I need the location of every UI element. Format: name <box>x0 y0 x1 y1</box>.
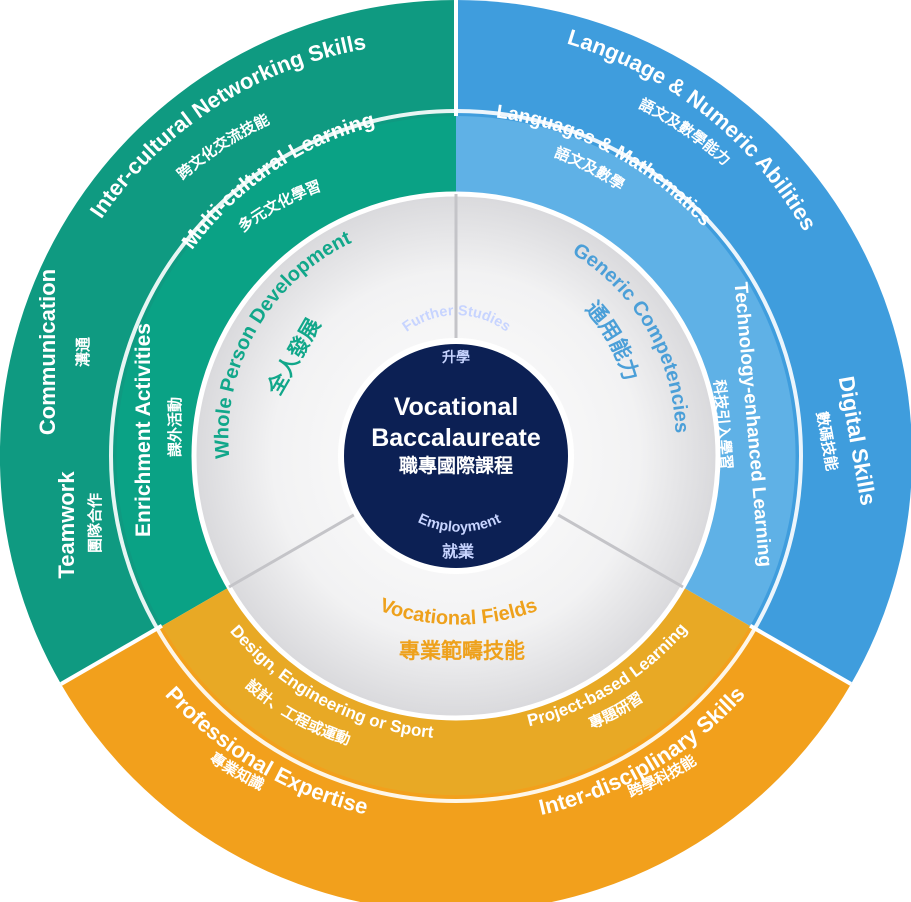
center-title-line1: Vocational <box>394 393 519 421</box>
enrichment-activities-label: Enrichment Activities <box>132 323 155 537</box>
teamwork-zh: 團隊合作 <box>86 493 104 553</box>
further-studies-zh: 升學 <box>442 349 470 366</box>
communication-zh: 溝通 <box>74 337 92 367</box>
center-title-zh: 職專國際課程 <box>399 454 513 477</box>
enrichment-activities-zh: 課外活動 <box>166 397 184 457</box>
vocational-fields-zh: 專業範疇技能 <box>399 639 525 663</box>
communication-label: Communication <box>35 269 60 435</box>
teamwork-label: Teamwork <box>54 471 79 579</box>
center-title-line2: Baccalaureate <box>371 424 541 452</box>
employment-zh: 就業 <box>442 542 475 561</box>
